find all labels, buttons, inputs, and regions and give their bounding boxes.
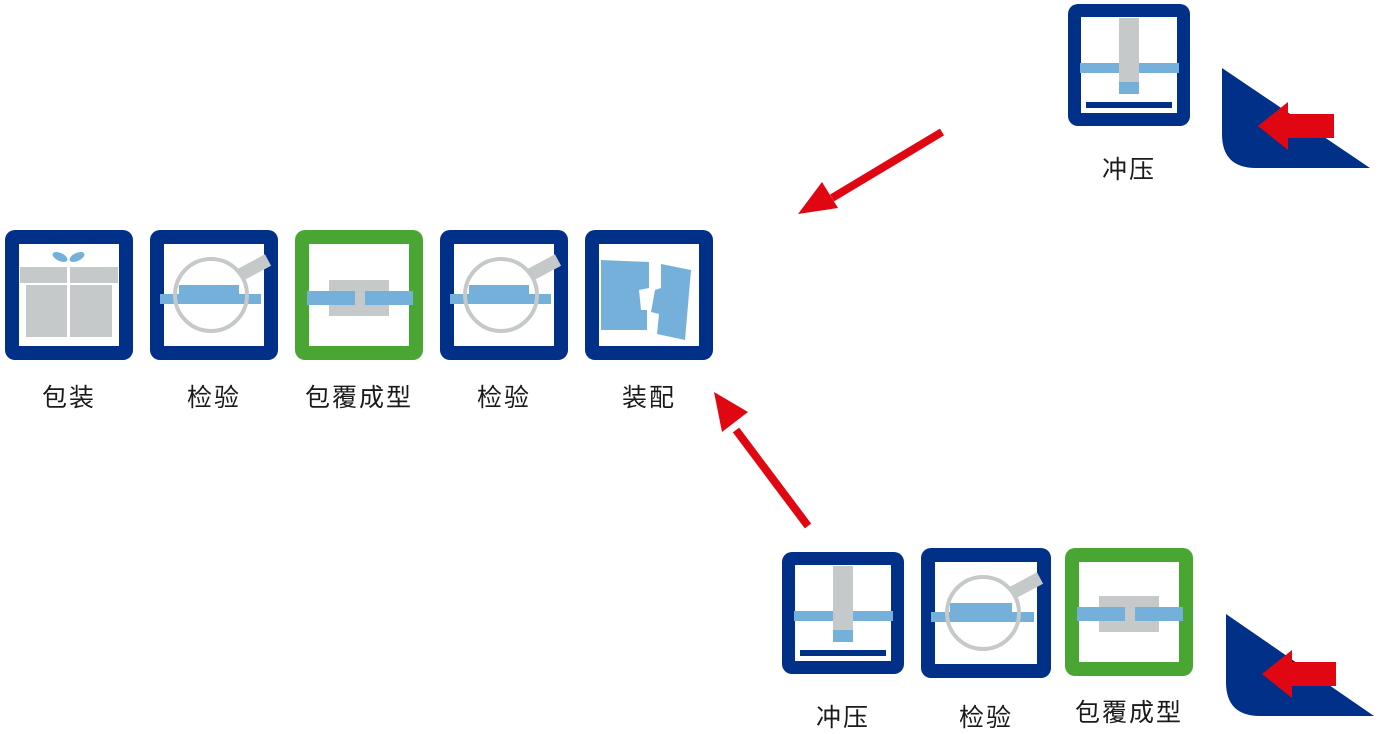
step-tile-overmolding-bottom <box>1065 548 1193 676</box>
stamping-press-icon <box>794 565 893 661</box>
assembly-parts-icon <box>599 244 699 346</box>
overmold-icon <box>307 244 413 346</box>
step-tile-stamping-bottom <box>782 552 904 674</box>
step-tile-inspection-1 <box>150 230 278 360</box>
step-tile-inspection-bottom <box>921 548 1051 678</box>
step-tile-overmolding <box>295 230 423 360</box>
overmold-icon <box>1077 562 1183 662</box>
stamping-press-icon <box>1080 17 1179 113</box>
magnifier-inspection-icon <box>160 244 272 346</box>
step-label-stamping-bottom: 冲压 <box>815 703 870 732</box>
step-tile-assembly <box>585 230 713 360</box>
step-tile-inspection-2 <box>440 230 568 360</box>
step-label-overmolding: 包覆成型 <box>304 383 413 412</box>
entry-arrow-icon <box>1226 614 1374 716</box>
magnifier-inspection-icon <box>931 562 1044 664</box>
step-label-inspection-1: 检验 <box>186 383 241 412</box>
flow-arrow-top-to-main <box>798 128 945 214</box>
flow-arrow-bottom-to-main <box>714 392 812 529</box>
step-label-packaging: 包装 <box>41 383 96 412</box>
entry-arrow-icon <box>1222 68 1370 168</box>
step-label-inspection-bottom: 检验 <box>958 703 1013 732</box>
step-label-inspection-2: 检验 <box>476 383 531 412</box>
step-label-overmolding-bottom: 包覆成型 <box>1074 698 1183 727</box>
step-label-stamping-top: 冲压 <box>1101 155 1156 184</box>
step-tile-stamping-top <box>1068 4 1190 126</box>
magnifier-inspection-icon <box>450 244 562 346</box>
gift-box-icon <box>19 244 119 346</box>
step-tile-packaging <box>5 230 133 360</box>
step-label-assembly: 装配 <box>621 383 676 412</box>
